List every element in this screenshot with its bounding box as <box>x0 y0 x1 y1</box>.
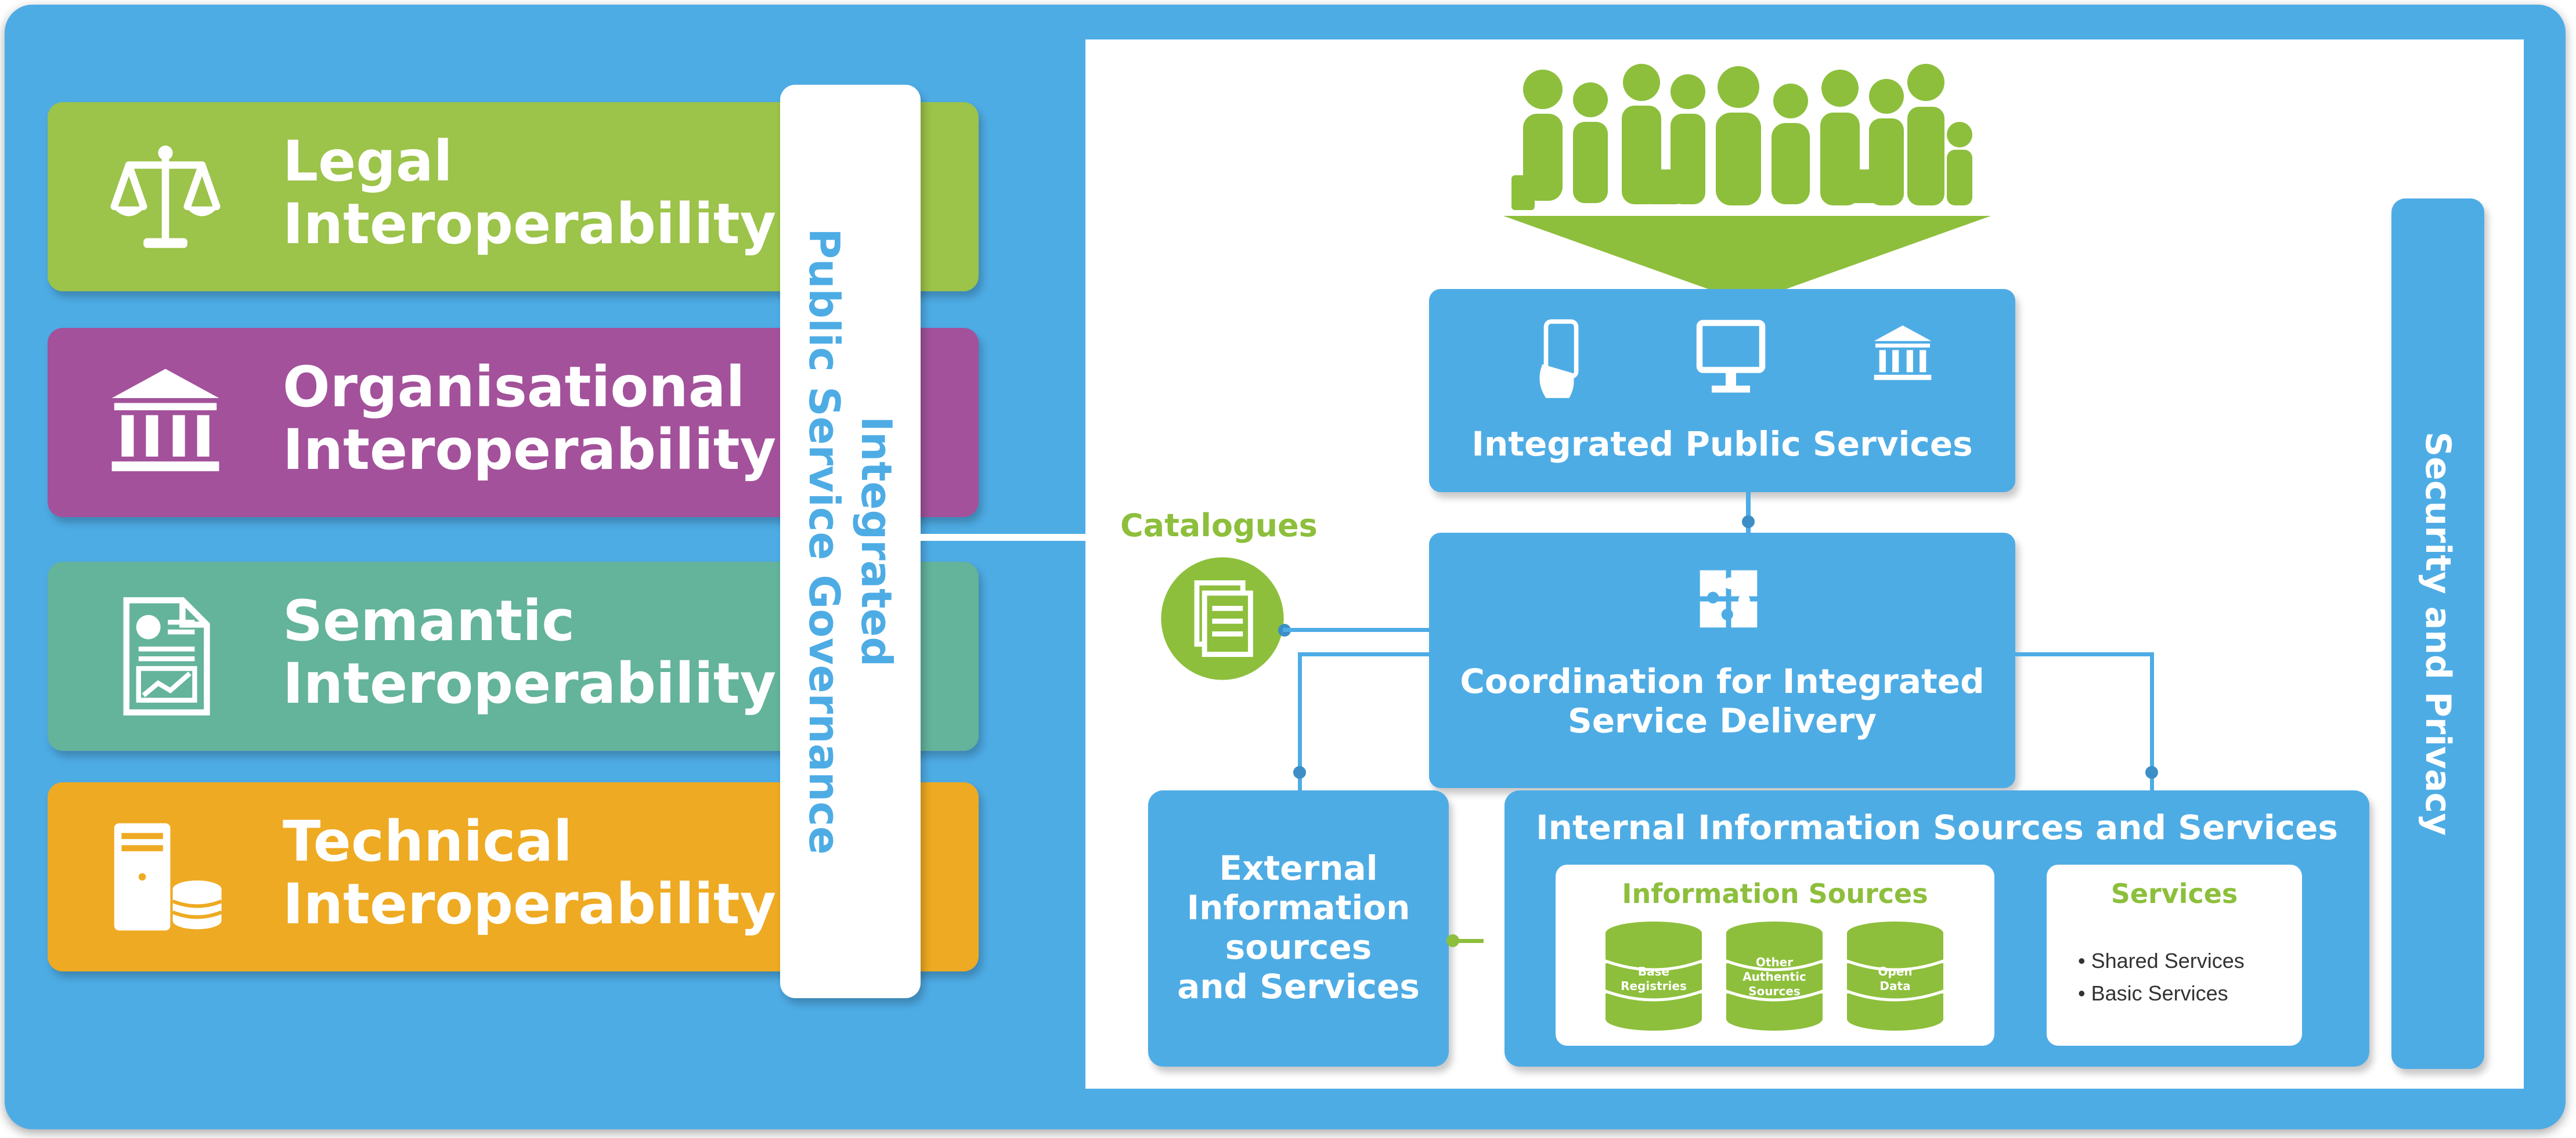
security-privacy-bar: Security and Privacy <box>2391 198 2484 1069</box>
services-item: • Basic Services <box>2078 981 2228 1005</box>
coordination-internal-v <box>2150 652 2154 809</box>
scales-icon <box>110 145 221 248</box>
catalogues-connector <box>1283 628 1429 632</box>
coordination-external-v <box>1298 652 1302 809</box>
services-title: Services <box>2110 878 2238 909</box>
institution-icon <box>111 369 219 471</box>
puzzle-icon <box>1700 570 1758 628</box>
base-registries-icon <box>1605 922 1702 1031</box>
server-icon <box>114 823 222 931</box>
coordination-internal-h <box>2015 652 2153 656</box>
conceptual-model-panel: Integrated Public Services Catalogues Co… <box>1085 39 2524 1089</box>
external-dot <box>1293 766 1306 779</box>
ips-coordination-dot <box>1742 515 1755 528</box>
integrated-public-services-label: Integrated Public Services <box>1471 424 1973 464</box>
governance-connector <box>921 534 1089 541</box>
information-sources-title: Information Sources <box>1622 878 1928 909</box>
governance-bar <box>780 85 921 998</box>
internal-sources-box: Internal Information Sources and Service… <box>1505 790 2369 1067</box>
services-item: • Shared Services <box>2078 949 2245 973</box>
people-group-icon <box>1503 64 1991 303</box>
internal-dot <box>2145 766 2158 779</box>
security-privacy-label: Security and Privacy <box>2418 431 2458 836</box>
documents-icon <box>1161 557 1284 680</box>
monitor-icon <box>1696 320 1766 393</box>
external-internal-connector <box>1449 939 1484 943</box>
coordination-external-h <box>1300 652 1429 656</box>
report-icon <box>123 597 210 716</box>
internal-sources-title: Internal Information Sources and Service… <box>1536 808 2338 847</box>
open-data-icon <box>1846 922 1944 1031</box>
integrated-public-services-box: Integrated Public Services <box>1429 289 2015 492</box>
catalogues-label: Catalogues <box>1120 507 1318 544</box>
smartphone-icon <box>1539 319 1579 398</box>
external-internal-dot <box>1446 934 1459 947</box>
institution-icon <box>1874 325 1932 380</box>
services-list: • Shared Services • Basic Services <box>2078 945 2245 1010</box>
other-authentic-sources-icon <box>1726 922 1823 1031</box>
services-card: Services • Shared Services • Basic Servi… <box>2047 865 2302 1046</box>
